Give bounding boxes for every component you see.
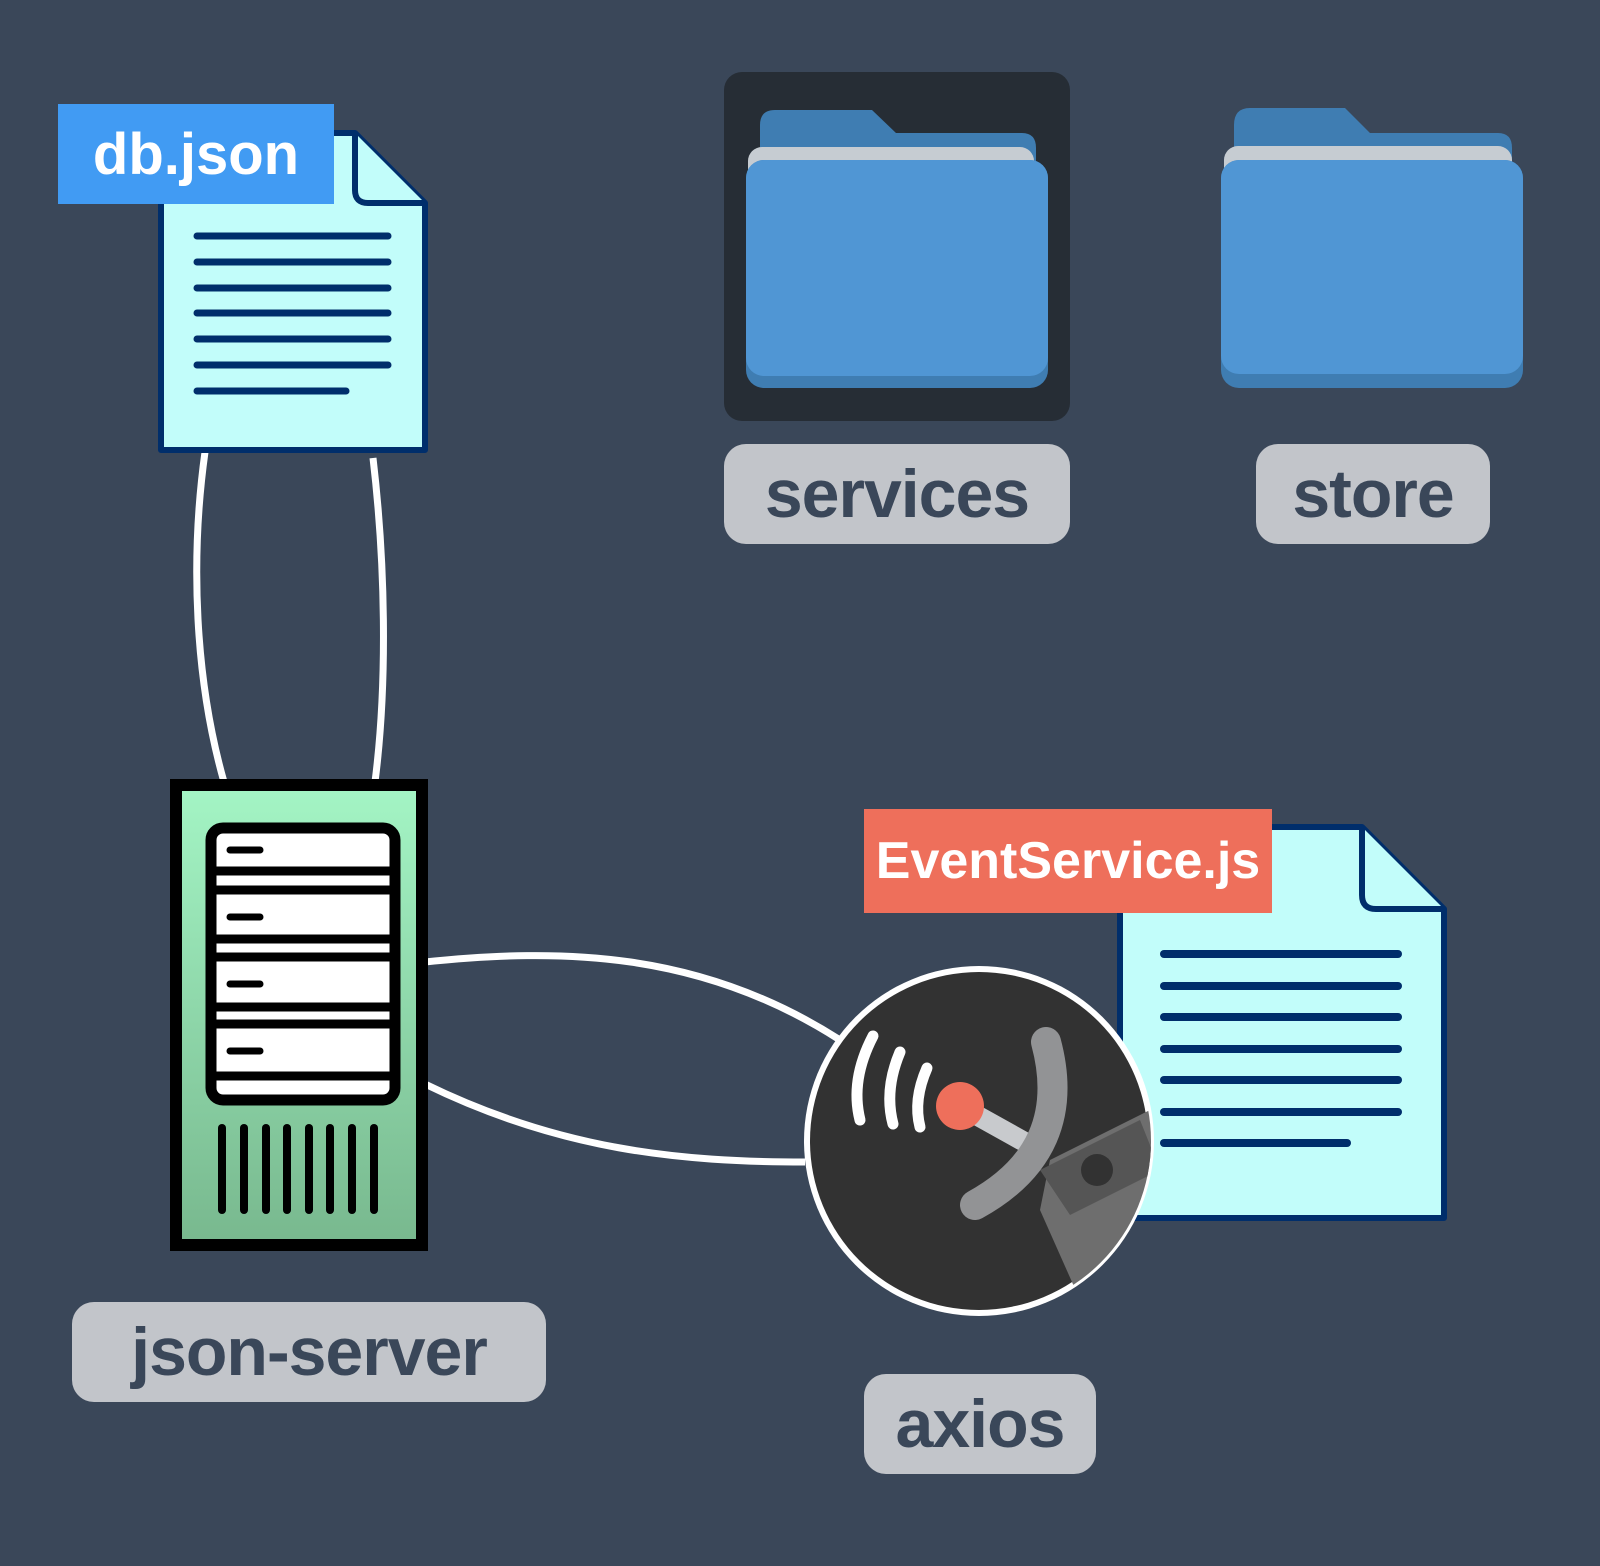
- store-label: store: [1256, 444, 1490, 544]
- json-server-label: json-server: [72, 1302, 546, 1402]
- edge-db-server-right: [369, 457, 387, 783]
- services-label: services: [724, 444, 1070, 544]
- db-json-label: db.json: [58, 104, 334, 204]
- axios-label: axios: [864, 1374, 1096, 1474]
- eventservice-label: EventService.js: [864, 809, 1272, 913]
- edge-server-axios-bottom: [423, 1080, 806, 1166]
- edge-db-server-left: [193, 451, 228, 783]
- edge-server-axios-top: [424, 952, 842, 1043]
